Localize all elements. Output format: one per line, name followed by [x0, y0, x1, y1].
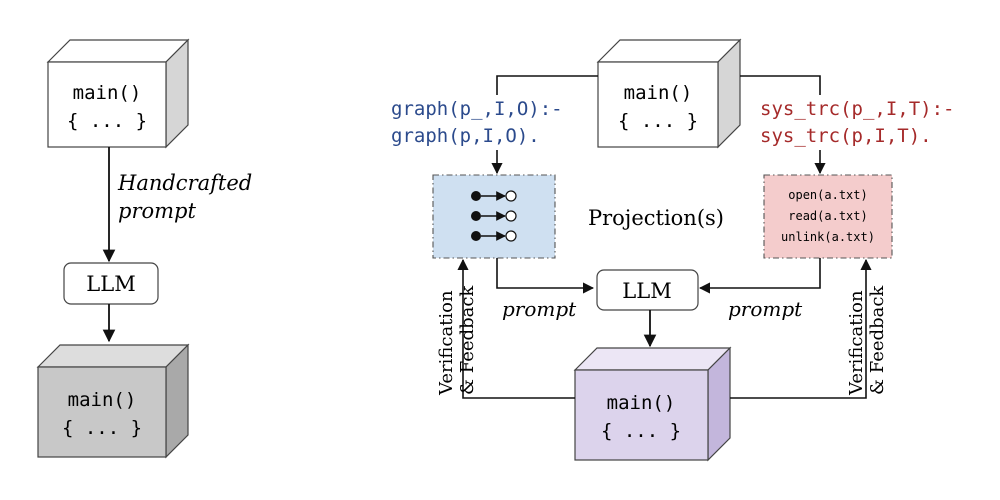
code-text: main() [68, 389, 137, 411]
code-text: { ... } [618, 110, 698, 132]
left-output-box: main() { ... } [36, 343, 190, 459]
handcrafted-label: Handcrafted [117, 171, 252, 195]
trace-rule-line2: sys_trc(p,I,T). [760, 125, 932, 147]
llm-label: LLM [86, 272, 135, 296]
arrow-trace-prompt [698, 258, 821, 294]
verification-label-right: Verification [846, 290, 867, 396]
connector-to-graph-rule [496, 75, 598, 95]
projections-label: Projection(s) [588, 206, 724, 230]
verification-label-left: Verification [436, 290, 457, 396]
arrow-graph-prompt [496, 258, 595, 294]
code-text: { ... } [67, 110, 147, 132]
llm-label: LLM [622, 279, 671, 303]
prompt-label-right: prompt [728, 297, 803, 321]
feedback-label-left: & Feedback [457, 285, 478, 395]
prompt-label-left: prompt [502, 297, 577, 321]
code-text: main() [73, 82, 142, 104]
right-llm-box: LLM [596, 269, 699, 311]
feedback-arrow-right [730, 258, 872, 399]
trace-line: read(a.txt) [788, 209, 867, 223]
code-text: main() [607, 392, 676, 414]
left-source-box: main() { ... } [46, 38, 190, 149]
right-source-box: main() { ... } [596, 38, 742, 149]
graph-projection-box [432, 174, 556, 259]
right-output-box: main() { ... } [573, 346, 732, 462]
code-text: { ... } [601, 420, 681, 442]
code-text: { ... } [62, 417, 142, 439]
trace-projection-box: open(a.txt) read(a.txt) unlink(a.txt) [763, 174, 893, 259]
feedback-label-right: & Feedback [867, 285, 888, 395]
feedback-arrow-left [457, 258, 575, 399]
graph-nodes-icon [471, 190, 517, 242]
prompt-label: prompt [118, 199, 196, 223]
code-text: main() [624, 82, 693, 104]
left-llm-box: LLM [63, 262, 159, 305]
connector-to-trace-rule [740, 75, 821, 95]
graph-rule-line2: graph(p,I,O). [391, 125, 540, 147]
trace-line: unlink(a.txt) [781, 230, 875, 244]
trace-rule-line1: sys_trc(p_,I,T):- [760, 98, 954, 120]
trace-line: open(a.txt) [788, 188, 867, 202]
graph-rule-line1: graph(p_,I,O):- [391, 98, 563, 120]
